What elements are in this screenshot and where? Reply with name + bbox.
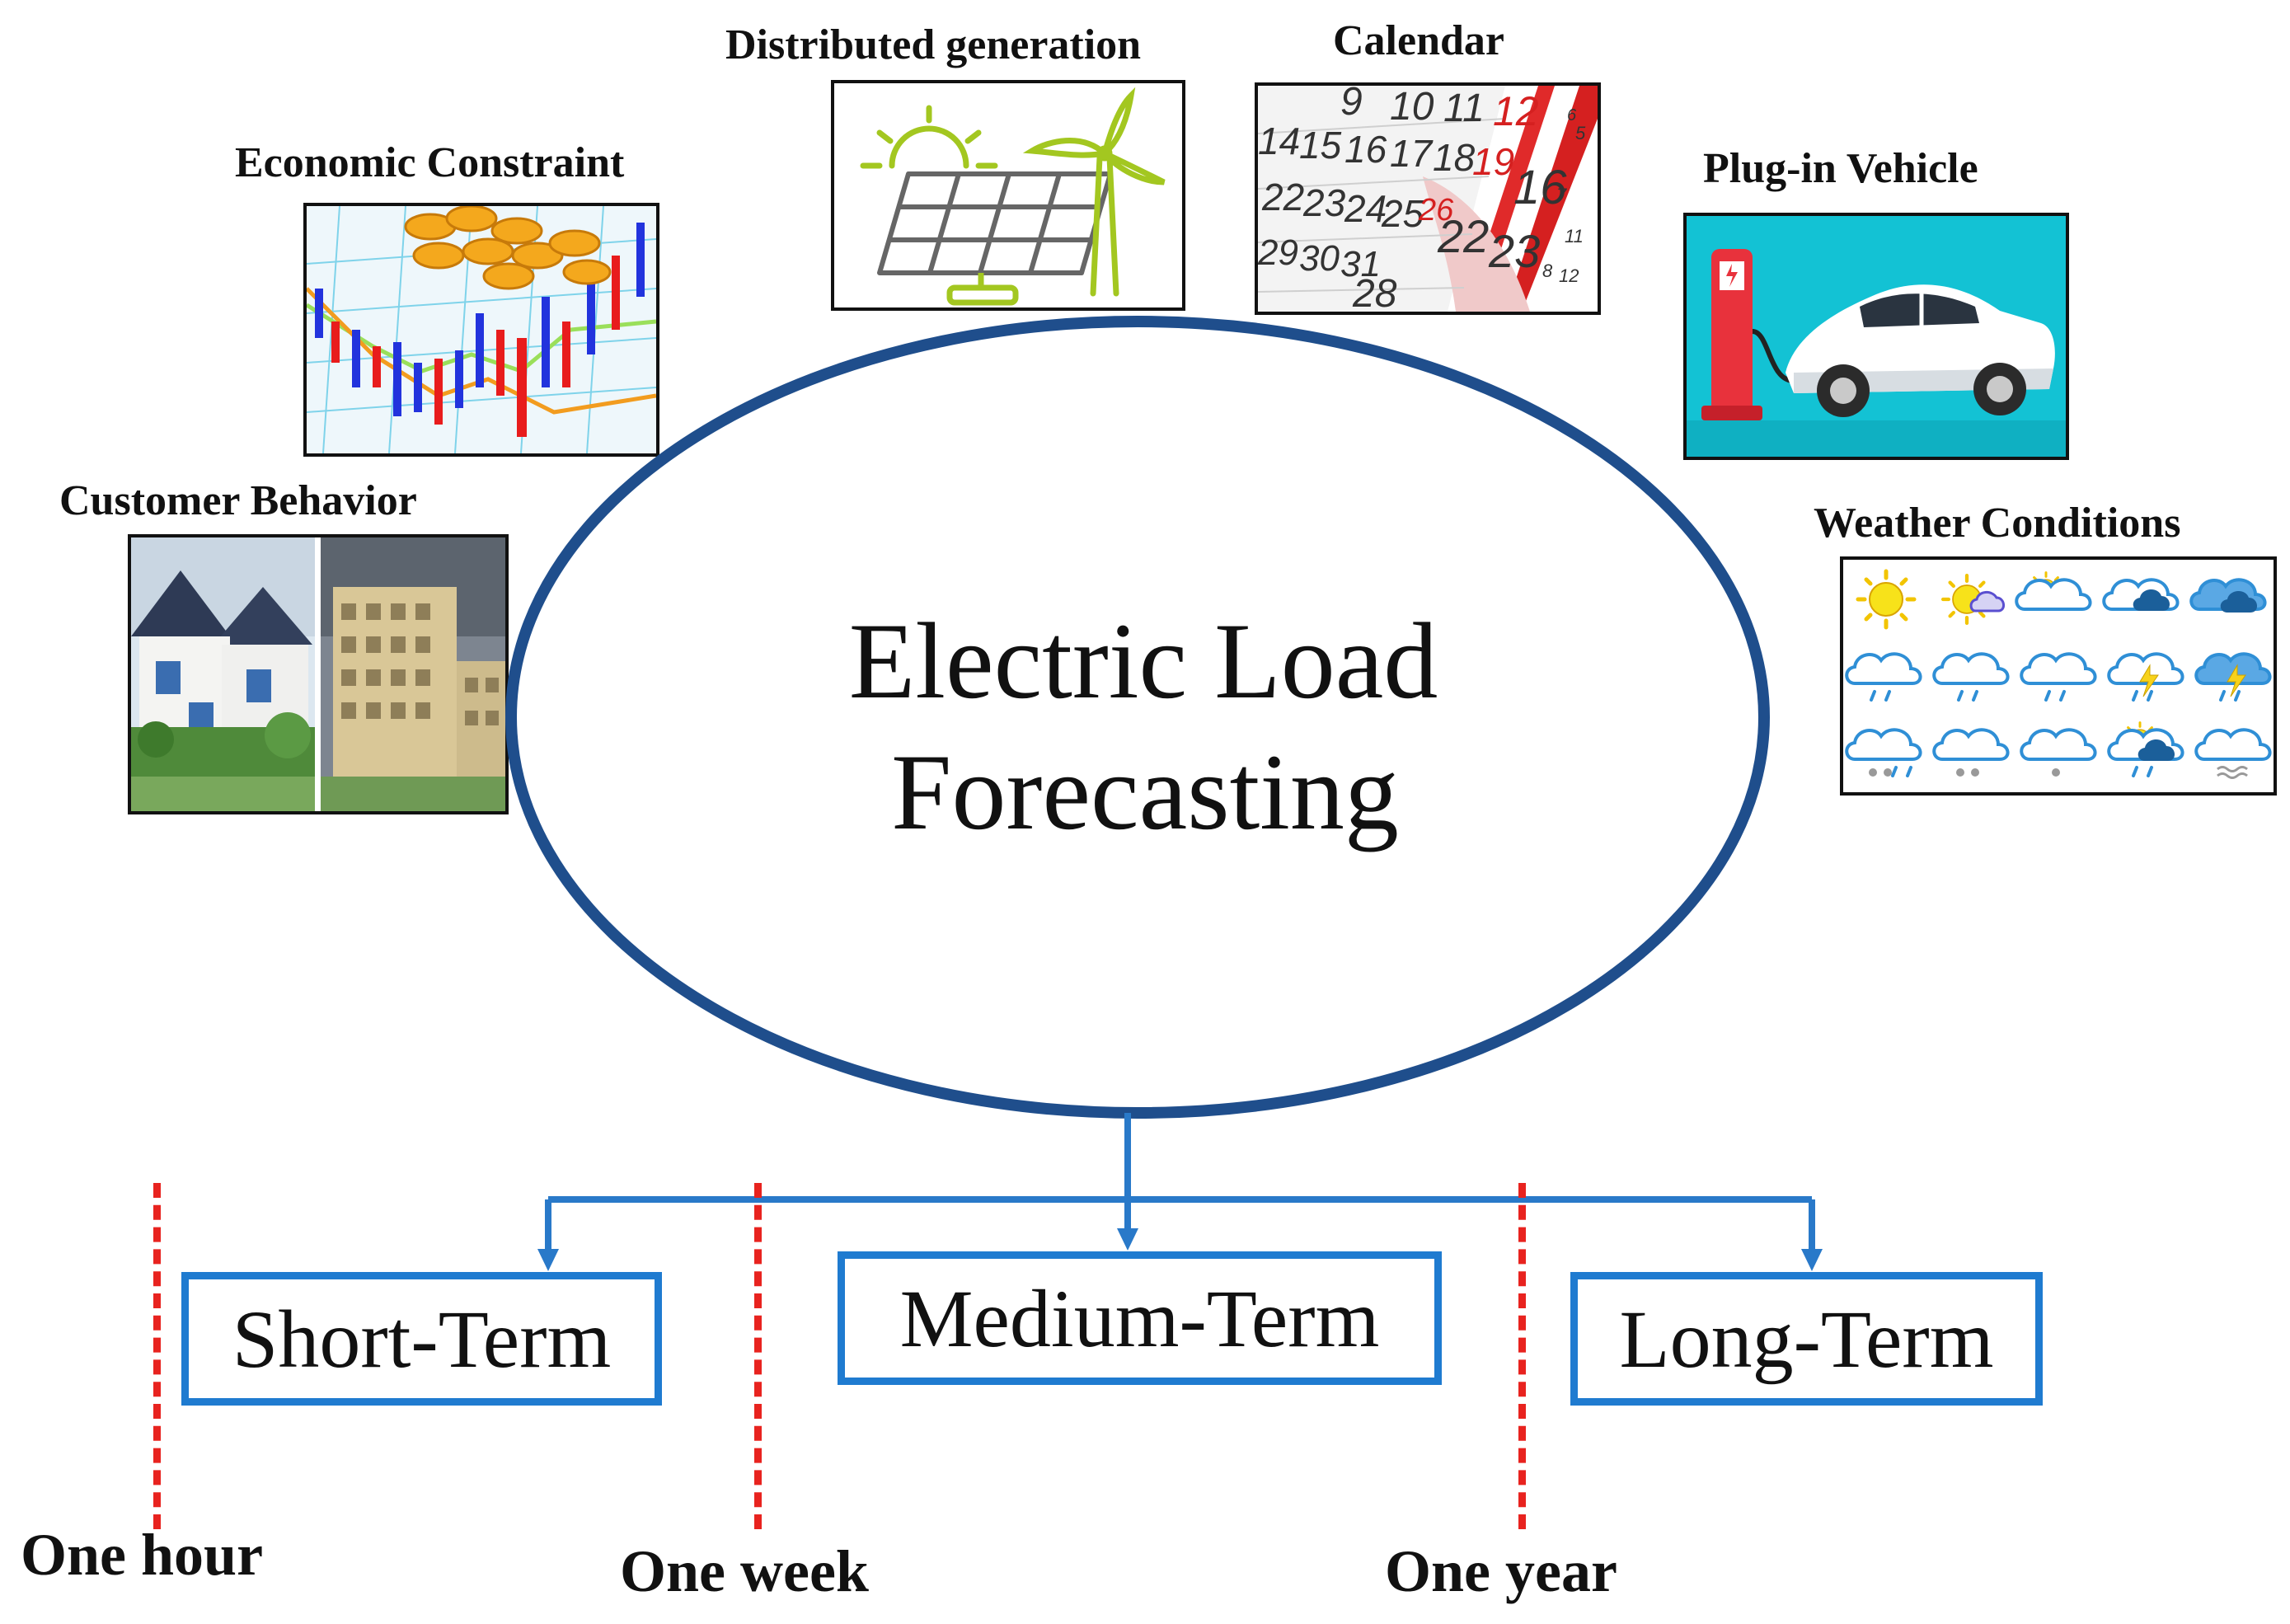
cal-num: 16 (1513, 161, 1567, 214)
cal-num: 8 (1542, 260, 1553, 281)
center-ellipse (505, 316, 1770, 1119)
houses-icon (131, 537, 505, 811)
cal-num: 7 (1556, 185, 1567, 205)
cal-num: 10 (1390, 85, 1434, 129)
economic-constraint-image (303, 203, 659, 457)
cal-num: 6 (1567, 106, 1577, 124)
cal-num: 12 (1559, 265, 1579, 286)
cal-num: 25 (1382, 192, 1424, 235)
cal-num: 30 (1299, 238, 1340, 279)
divider-one-hour (153, 1183, 161, 1529)
weather-conditions-label: Weather Conditions (1814, 500, 2181, 547)
one-year-label: One year (1385, 1538, 1617, 1604)
plug-in-vehicle-image (1683, 213, 2069, 460)
cal-num: 22 (1262, 176, 1305, 218)
calendar-icon (1258, 86, 1598, 312)
economic-chart-icon (307, 206, 656, 453)
weather-conditions-image (1840, 556, 2277, 796)
center-title-line1: Electric Load (848, 600, 1438, 721)
cal-num: 23 (1489, 225, 1541, 277)
medium-term-box: Medium-Term (838, 1251, 1442, 1385)
ev-charging-icon (1687, 216, 2066, 457)
cal-num: 31 (1340, 244, 1381, 284)
distributed-generation-label: Distributed generation (725, 21, 1142, 68)
divider-one-week (754, 1183, 762, 1529)
cal-num: 16 (1344, 128, 1387, 171)
divider-one-year (1518, 1183, 1526, 1529)
weather-icons-grid (1843, 560, 2274, 792)
cal-num: 12 (1493, 88, 1539, 134)
distributed-generation-image (831, 80, 1185, 311)
cal-num: 29 (1258, 232, 1298, 273)
cal-num: 26 (1419, 193, 1454, 228)
cal-num: 11 (1443, 87, 1485, 130)
cal-num: 9 (1340, 82, 1363, 124)
plug-in-vehicle-label: Plug-in Vehicle (1703, 145, 1978, 192)
cal-num: 24 (1344, 187, 1387, 230)
cal-num: 22 (1438, 210, 1490, 262)
customer-behavior-image (128, 534, 509, 814)
cal-num: 5 (1575, 123, 1586, 143)
solar-wind-icon (834, 83, 1182, 307)
economic-constraint-label: Economic Constraint (235, 139, 625, 186)
arrowheads (537, 1228, 1823, 1271)
cal-num: 11 (1565, 226, 1584, 246)
customer-behavior-label: Customer Behavior (59, 477, 417, 524)
cal-num: 15 (1299, 124, 1342, 167)
center-title-line2: Forecasting (891, 731, 1399, 852)
one-hour-label: One hour (21, 1522, 264, 1588)
calendar-label: Calendar (1333, 17, 1504, 64)
cal-num: 14 (1258, 120, 1301, 162)
hierarchy-connectors (545, 1113, 1815, 1253)
calendar-image: 9 10 11 12 14 15 16 17 18 19 16 22 23 24… (1255, 82, 1601, 315)
short-term-box: Short-Term (181, 1272, 662, 1406)
cal-num: 18 (1433, 136, 1476, 179)
cal-num: 19 (1472, 140, 1515, 183)
long-term-box: Long-Term (1570, 1272, 2043, 1406)
cal-num: 17 (1390, 132, 1433, 175)
one-week-label: One week (620, 1538, 869, 1604)
cal-num: 28 (1353, 272, 1397, 315)
cal-num: 23 (1303, 181, 1346, 224)
